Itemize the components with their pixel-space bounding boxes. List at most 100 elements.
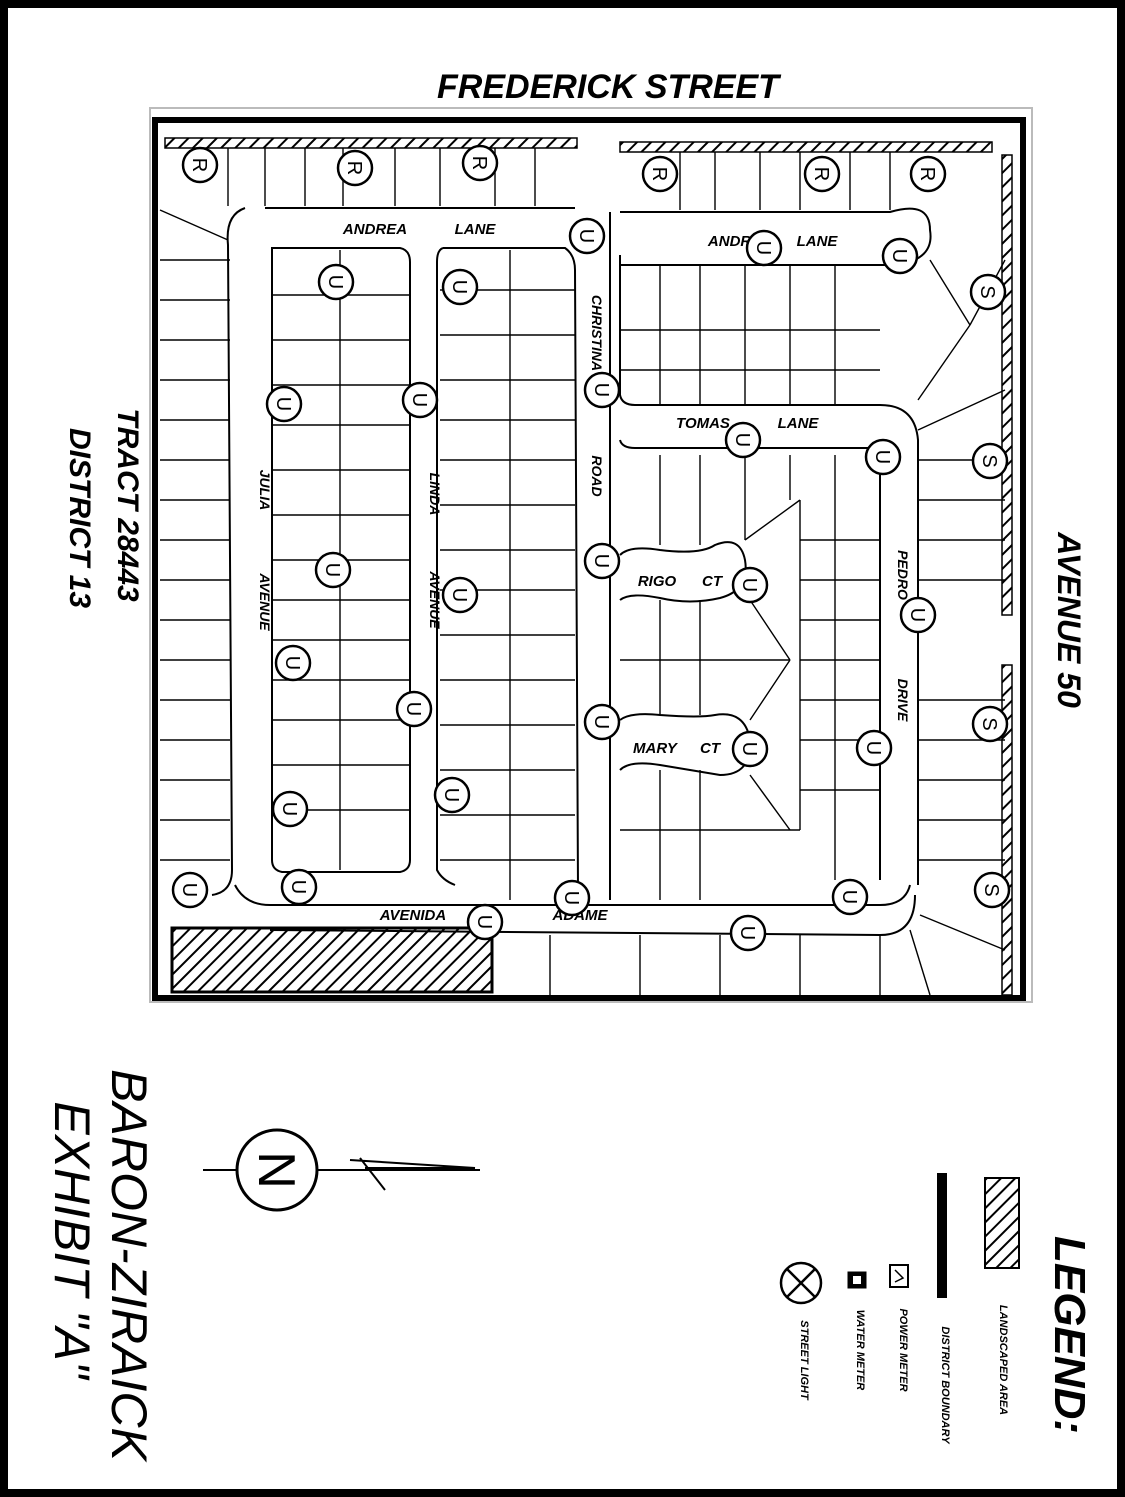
marker-letter: U [560, 891, 582, 905]
north-arrow-letter: N [247, 1151, 305, 1189]
marker-letter: U [281, 656, 303, 670]
street-christina: CHRISTINA [589, 295, 605, 371]
utility-marker [831, 878, 869, 916]
marker-letter: U [752, 241, 774, 255]
power-meter-marker [461, 144, 499, 182]
legend-boundary-label: DISTRICT BOUNDARY [939, 1326, 951, 1445]
power-meter-marker [336, 149, 374, 187]
marker-letter: R [916, 167, 938, 181]
marker-letter: U [838, 890, 860, 904]
utility-marker [317, 263, 355, 301]
marker-letter: S [980, 883, 1002, 896]
marker-letter: U [321, 563, 343, 577]
marker-letter: R [343, 161, 365, 175]
utility-marker [274, 644, 312, 682]
utility-marker [583, 371, 621, 409]
utility-marker [433, 776, 471, 814]
utility-marker [441, 576, 479, 614]
frederick-street-label: FREDERICK STREET [437, 68, 782, 106]
marker-letter: U [590, 383, 612, 397]
lot-lines [159, 148, 1006, 996]
street-light-marker [973, 871, 1011, 909]
north-arrow: N [203, 1128, 480, 1212]
utility-marker [171, 871, 209, 909]
utility-marker [568, 217, 606, 255]
street-labels: ANDREA LANE ANDREA LANE CHRISTINA ROAD T… [257, 221, 911, 924]
legend-power-meter-label: POWER METER [897, 1308, 909, 1391]
legend-water-meter-label: WATER METER [854, 1310, 866, 1391]
power-meter-marker [909, 155, 947, 193]
utility-marker [466, 903, 504, 941]
street-andrea-lane-4: LANE [797, 233, 839, 250]
marker-letter: U [440, 788, 462, 802]
marker-letter: R [188, 158, 210, 172]
district-boundary [152, 117, 1026, 1001]
marker-letter: R [468, 156, 490, 170]
hatch-icon [984, 1177, 1020, 1269]
utility-marker [553, 879, 591, 917]
marker-letter: R [648, 167, 670, 181]
utility-marker [271, 790, 309, 828]
utility-marker [314, 551, 352, 589]
utility-marker [899, 596, 937, 634]
street-pedro: PEDRO [895, 550, 911, 600]
marker-letter: U [871, 450, 893, 464]
utility-marker [583, 542, 621, 580]
marker-letter: U [862, 741, 884, 755]
tract-label: TRACT 28443 [111, 408, 144, 602]
street-julia: JULIA [257, 470, 273, 510]
marker-letter: R [810, 167, 832, 181]
street-linda-avenue: AVENUE [427, 570, 443, 629]
legend-landscaped-label: LANDSCAPED AREA [997, 1305, 1009, 1415]
street-mary-ct: CT [700, 740, 722, 757]
utility-marker [441, 268, 479, 306]
landscaped-area [170, 926, 494, 994]
north-arrow-circle [235, 1128, 319, 1212]
marker-letter: U [178, 883, 200, 897]
street-tomas: TOMAS [676, 415, 730, 432]
marker-letter: U [287, 880, 309, 894]
marker-letter: S [978, 717, 1000, 730]
marker-letter: U [448, 588, 470, 602]
street-light-marker [971, 442, 1009, 480]
utility-marker [401, 381, 439, 419]
outer-boundary-line [149, 107, 1033, 1003]
utility-marker [864, 438, 902, 476]
utility-marker [583, 703, 621, 741]
legend-title: LEGEND: [1045, 1236, 1094, 1434]
marker-letter: U [738, 578, 760, 592]
marker-letter: U [402, 702, 424, 716]
power-meter-marker [641, 155, 679, 193]
street-avenida: AVENIDA [379, 907, 446, 924]
power-meter-icon [889, 1264, 909, 1288]
street-rigo: RIGO [638, 573, 677, 590]
street-mary: MARY [633, 740, 679, 757]
bold-line-icon [937, 1173, 947, 1298]
exhibit-title-line1: BARON-ZIRAICK [101, 1069, 157, 1463]
marker-letter: U [324, 275, 346, 289]
utility-marker [731, 730, 769, 768]
utility-marker [745, 229, 783, 267]
utility-marker [731, 566, 769, 604]
north-arrow-head [349, 1157, 476, 1191]
district-label: DISTRICT 13 [63, 428, 96, 608]
street-linda: LINDA [427, 473, 443, 516]
street-tomas-lane: LANE [778, 415, 820, 432]
street-julia-avenue: AVENUE [257, 572, 273, 631]
landscape-strip-right-upper [1001, 154, 1013, 616]
marker-letter: U [408, 393, 430, 407]
street-rigo-ct: CT [702, 573, 724, 590]
street-andrea-lane-2: LANE [455, 221, 497, 238]
legend: LEGEND: LANDSCAPED AREA DISTRICT BOUNDAR… [779, 1173, 1094, 1445]
marker-letter: U [736, 926, 758, 940]
marker-letter: U [473, 915, 495, 929]
power-meter-marker [181, 146, 219, 184]
marker-letter: S [976, 285, 998, 298]
marker-letter: S [978, 454, 1000, 467]
exhibit-title-line2: EXHIBIT "A" [44, 1101, 100, 1380]
marker-letter: U [278, 802, 300, 816]
street-road: ROAD [589, 455, 605, 496]
marker-letter: U [906, 608, 928, 622]
